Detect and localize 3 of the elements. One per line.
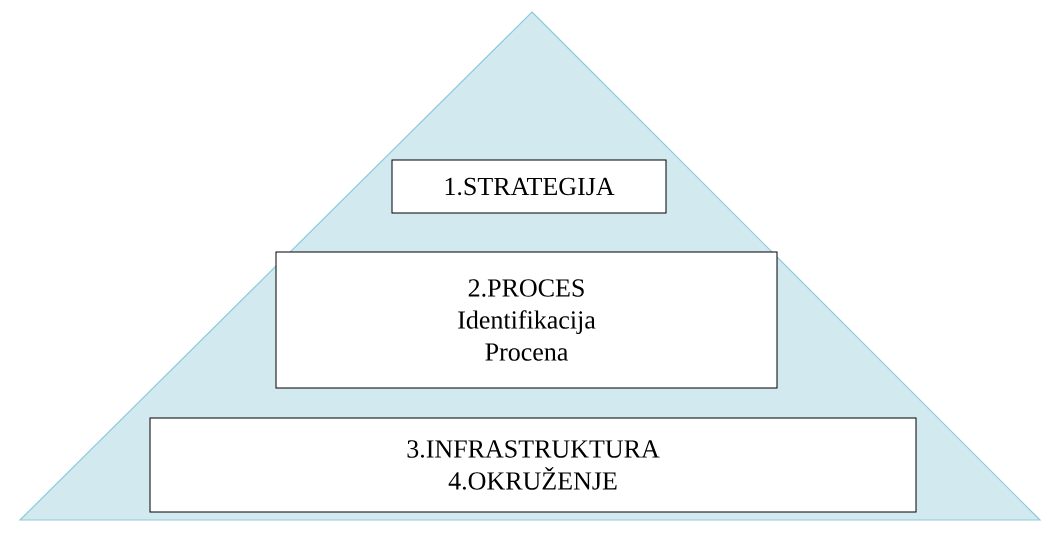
level-box: 2.PROCES Identifikacija Procena — [275, 251, 778, 389]
level-box: 3.INFRASTRUKTURA 4.OKRUŽENJE — [149, 417, 917, 513]
level-box: 1.STRATEGIJA — [391, 159, 667, 214]
